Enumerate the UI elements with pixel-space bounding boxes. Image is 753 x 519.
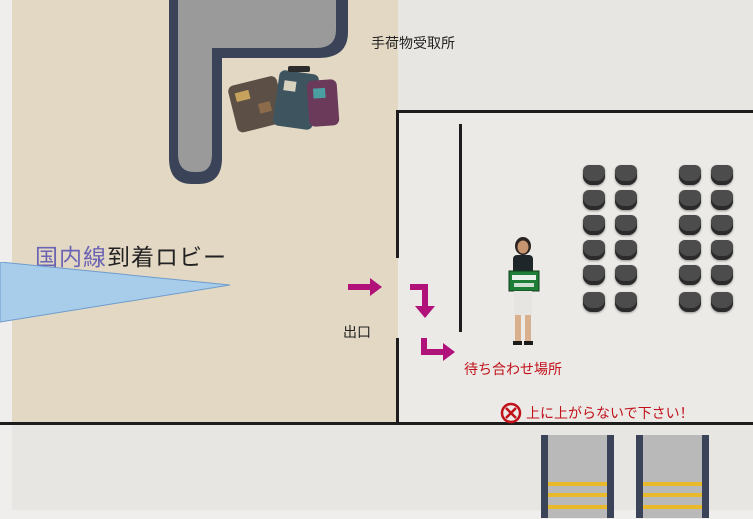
escalator-right: [636, 435, 709, 518]
escalator-step: [643, 505, 702, 509]
escalator-step: [643, 482, 702, 486]
chair: [615, 215, 637, 235]
chair: [711, 190, 733, 210]
arrow-down-icon: [410, 284, 435, 318]
chair: [711, 265, 733, 285]
baggage-conveyor-belt: [169, 0, 348, 184]
escalator-step: [548, 482, 607, 486]
meeting-place-label: 待ち合わせ場所: [464, 362, 562, 378]
chair: [679, 165, 701, 185]
waiting-bottom-wall: [396, 422, 753, 425]
chair: [615, 292, 637, 312]
chair: [583, 215, 605, 235]
chair: [615, 190, 637, 210]
escalator-left: [541, 435, 614, 518]
chair: [615, 165, 637, 185]
baggage-claim-label: 手荷物受取所: [371, 36, 455, 52]
arrow-right-icon: [348, 278, 382, 296]
chair: [711, 215, 733, 235]
escalator-step: [548, 505, 607, 509]
suitcase-icon: [228, 76, 286, 133]
title-arrival-lobby: 到着ロビー: [107, 245, 227, 271]
escalator-step: [643, 493, 702, 497]
chair: [679, 190, 701, 210]
chair: [583, 292, 605, 312]
do-not-go-up-warning: 上に上がらないで下さい！: [526, 406, 694, 422]
waiting-top-wall: [396, 110, 753, 113]
exit-wall-upper: [396, 110, 399, 258]
no-entry-icon: [500, 402, 522, 424]
lobby-bottom-wall: [0, 422, 398, 425]
light-beam: [0, 262, 231, 323]
chair: [615, 240, 637, 260]
chair: [679, 240, 701, 260]
chair: [583, 265, 605, 285]
exit-label: 出口: [343, 325, 371, 341]
chair: [711, 240, 733, 260]
chair: [711, 292, 733, 312]
chair: [583, 190, 605, 210]
chair: [679, 265, 701, 285]
seating-area: [583, 165, 743, 320]
chair: [583, 240, 605, 260]
greeter-person-icon: [508, 237, 540, 345]
arrow-down-right-icon: [421, 338, 455, 361]
luggage-pile: [228, 66, 340, 133]
chair: [679, 215, 701, 235]
chair: [583, 165, 605, 185]
escalator-step: [548, 493, 607, 497]
partition-wall: [459, 124, 462, 332]
chair: [615, 265, 637, 285]
chair: [679, 292, 701, 312]
chair: [711, 165, 733, 185]
exit-wall-lower: [396, 338, 399, 424]
